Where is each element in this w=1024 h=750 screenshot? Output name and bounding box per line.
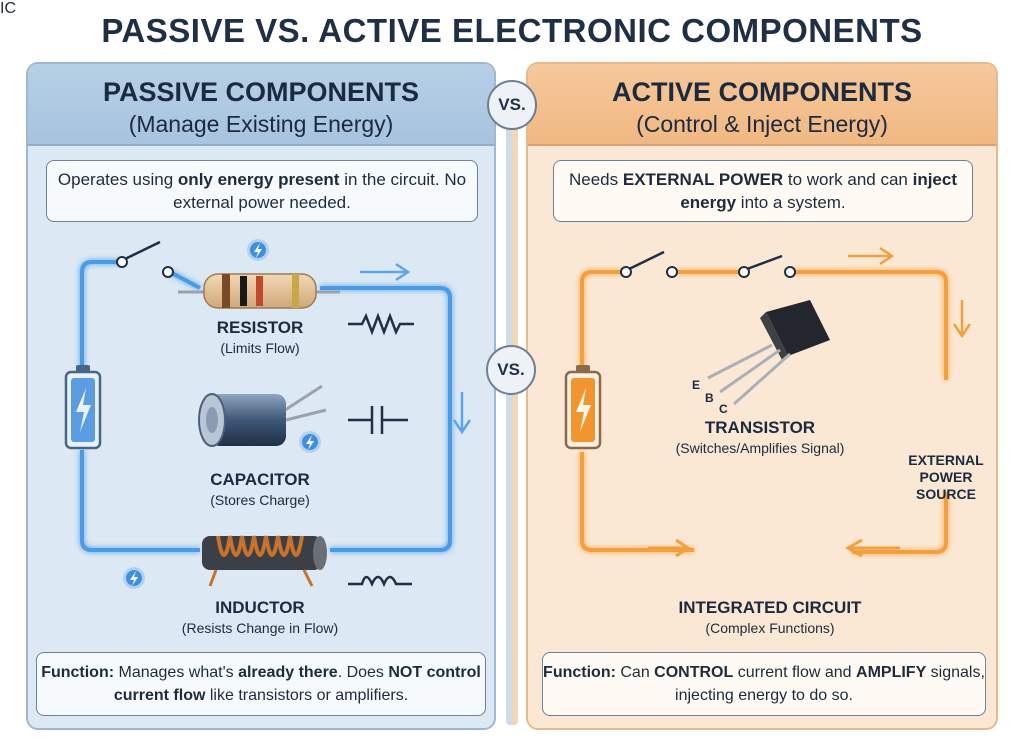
transistor-image xyxy=(707,300,830,406)
flow-arrow-right xyxy=(648,538,691,558)
flow-arrow-left xyxy=(844,538,900,558)
flow-arrow-right xyxy=(360,262,411,282)
resistor-label: RESISTOR (Limits Flow) xyxy=(216,318,304,356)
pin-label-c: C xyxy=(719,402,728,416)
active-heading: ACTIVE COMPONENTS xyxy=(611,77,913,107)
capacitor-label: CAPACITOR (Stores Charge) xyxy=(210,470,310,508)
inductor-image xyxy=(202,535,327,587)
active-function-box: Function: Can CONTROL current flow and A… xyxy=(542,652,986,716)
active-description: Needs EXTERNAL POWER to work and can inj… xyxy=(553,160,973,222)
resistor-image xyxy=(178,273,340,309)
active-header: ACTIVE COMPONENTS (Control & Inject Ener… xyxy=(528,64,996,146)
inductor-label: INDUCTOR (Resists Change in Flow) xyxy=(181,598,339,636)
bolt-icon xyxy=(299,431,321,453)
capacitor-image xyxy=(198,384,327,447)
flow-arrow-down xyxy=(952,300,972,339)
battery-icon xyxy=(564,365,602,450)
vs-badge-middle: VS. xyxy=(486,345,536,395)
active-switch xyxy=(620,250,796,278)
passive-description: Operates using only energy present in th… xyxy=(46,160,478,222)
passive-heading: PASSIVE COMPONENTS xyxy=(102,77,420,107)
transistor-label: TRANSISTOR (Switches/Amplifies Signal) xyxy=(675,418,845,456)
active-subheading: (Control & Inject Energy) xyxy=(636,111,888,137)
active-circuit-wires xyxy=(580,270,948,554)
passive-circuit-wires xyxy=(80,260,452,552)
bolt-icon xyxy=(247,239,269,261)
page-title: PASSIVE VS. ACTIVE ELECTRONIC COMPONENTS xyxy=(101,12,923,49)
vs-badge-top: VS. xyxy=(487,80,537,130)
flow-arrow-down xyxy=(452,392,472,435)
ic-label: INTEGRATED CIRCUIT (Complex Functions) xyxy=(678,598,862,636)
active-panel: ACTIVE COMPONENTS (Control & Inject Ener… xyxy=(526,62,998,730)
external-power-label: EXTERNAL POWER SOURCE xyxy=(908,452,984,502)
flow-arrow-right xyxy=(848,246,895,266)
passive-subheading: (Manage Existing Energy) xyxy=(128,111,394,137)
pin-label-e: E xyxy=(692,378,701,392)
pin-label-b: B xyxy=(705,391,714,405)
passive-switch xyxy=(116,240,174,278)
inductor-symbol xyxy=(348,575,412,588)
passive-header: PASSIVE COMPONENTS (Manage Existing Ener… xyxy=(28,64,494,146)
passive-function-box: Function: Manages what's already there. … xyxy=(36,652,486,716)
divider xyxy=(506,95,518,725)
capacitor-symbol xyxy=(348,406,408,434)
ic-chip-label: IC xyxy=(0,0,16,17)
battery-icon xyxy=(64,365,102,450)
resistor-symbol xyxy=(348,312,414,336)
bolt-icon xyxy=(123,567,145,589)
